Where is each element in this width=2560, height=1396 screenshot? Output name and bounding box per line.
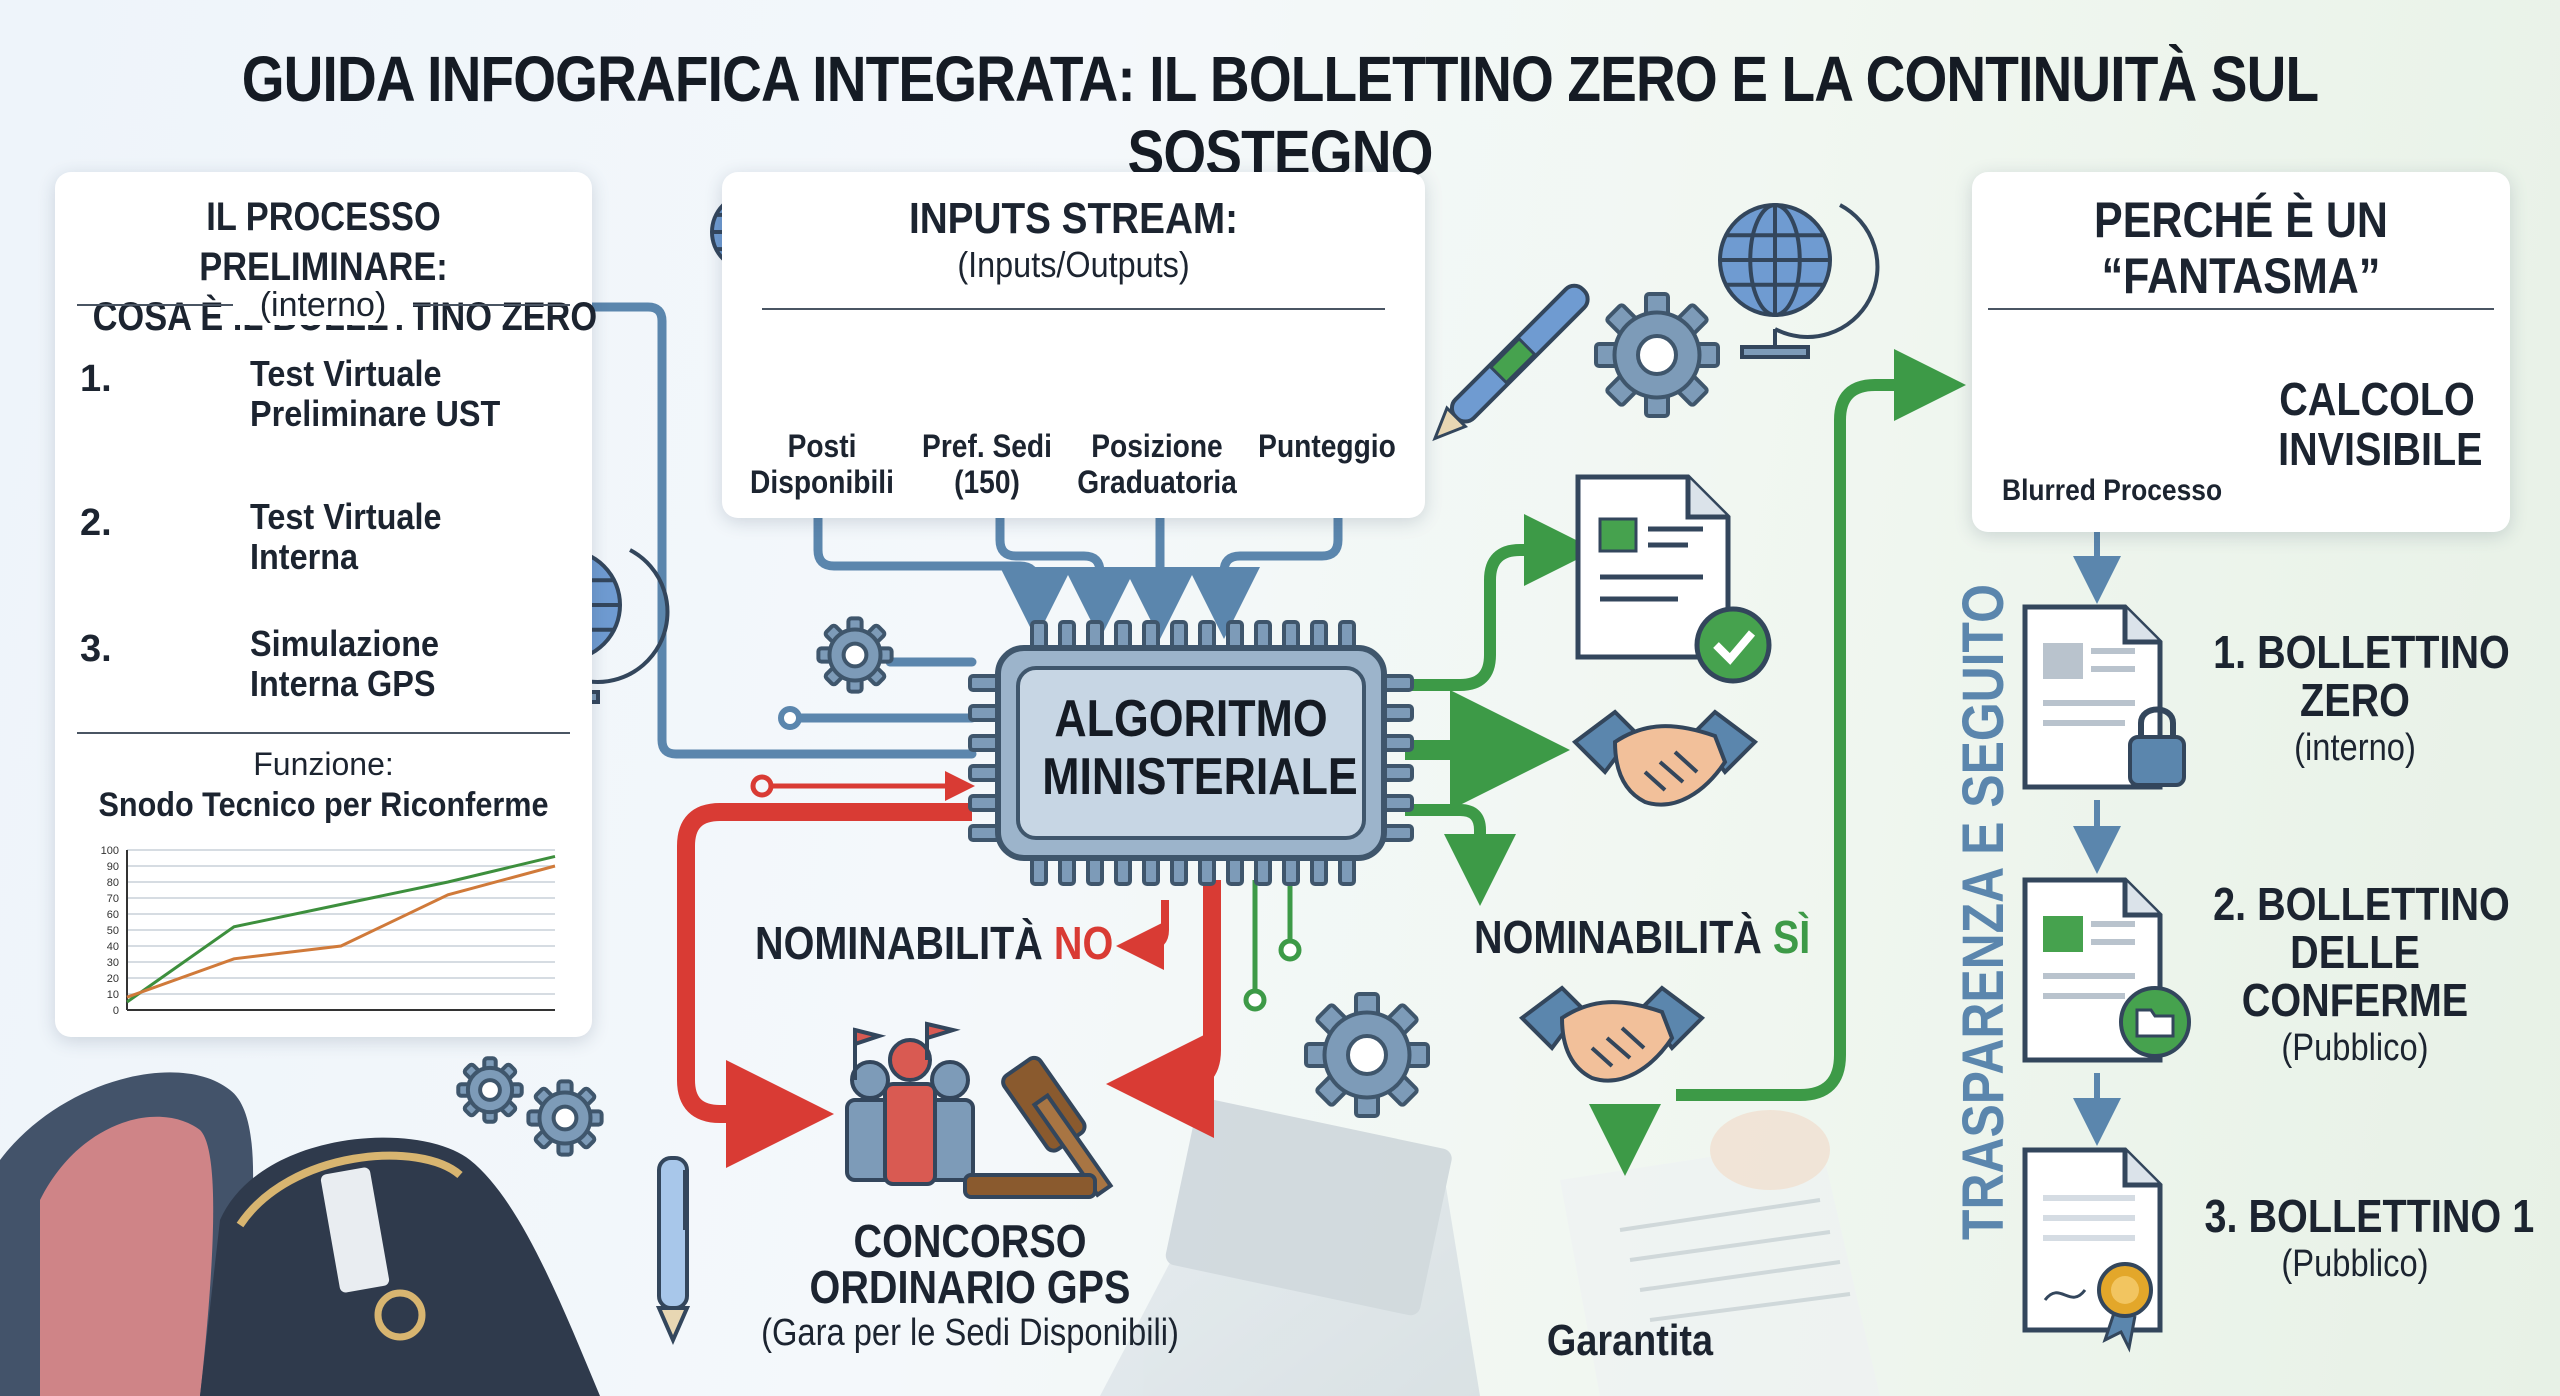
input-label: Disponibili — [750, 464, 894, 500]
bollettino-visibility: (interno) — [2294, 727, 2416, 769]
panel-heading: “FANTASMA” — [2101, 248, 2381, 304]
y-tick-label: 80 — [107, 877, 119, 889]
bollettino-title: 3. BOLLETTINO 1 — [2204, 1190, 2535, 1242]
step-number: 1. — [80, 358, 112, 400]
mini-line-chart: 0 10 20 30 40 50 60 70 80 90 100 — [101, 845, 556, 1017]
competition-people-gavel-icon — [845, 1021, 1114, 1199]
concorso-subtitle: (Gara per le Sedi Disponibili) — [761, 1312, 1179, 1354]
panel-heading: IL PROCESSO PRELIMINARE: — [199, 195, 448, 289]
calcolo-label: CALCOLO — [2279, 373, 2475, 425]
input-label: Posti — [787, 428, 857, 464]
blurred-process-label: Blurred Processo — [2002, 474, 2223, 507]
bollettino-title: ZERO — [2300, 674, 2410, 726]
panel-subheading: (Inputs/Outputs) — [957, 244, 1190, 285]
gear-icon — [526, 1079, 604, 1157]
input-label: Pref. Sedi — [922, 428, 1052, 464]
gear-icon — [456, 292, 1720, 1157]
nominabilita-no: NOMINABILITÀ NO — [755, 917, 1114, 969]
y-tick-label: 20 — [107, 973, 119, 985]
page-title: GUIDA INFOGRAFICA INTEGRATA: IL BOLLETTI… — [241, 43, 2319, 189]
gear-icon — [456, 1056, 524, 1124]
preliminary-process-panel: IL PROCESSO PRELIMINARE: COSA È IL BOLLE… — [55, 172, 597, 1037]
background-desk-scene — [1100, 1098, 1880, 1396]
handshake-icon — [1518, 985, 1706, 1083]
concorso-label: CONCORSO — [853, 1215, 1087, 1267]
step-number: 3. — [80, 628, 112, 670]
input-label: Posizione — [1091, 428, 1223, 464]
blue-connectors — [587, 302, 1343, 759]
step-label: Interna GPS — [250, 663, 436, 704]
series-line — [126, 854, 556, 1004]
inputs-stream-panel: INPUTS STREAM: (Inputs/Outputs) — [722, 172, 1425, 518]
algorithm-chip — [968, 620, 1414, 886]
y-tick-label: 90 — [107, 861, 119, 873]
step-number: 2. — [80, 502, 112, 544]
y-tick-label: 40 — [107, 941, 119, 953]
bollettino-item: 2. BOLLETTINO DELLE CONFERME (Pubblico) — [2190, 880, 2520, 1072]
globe-icon — [1718, 203, 1880, 359]
document-folder-icon — [2022, 877, 2191, 1063]
bollettino-visibility: (Pubblico) — [2281, 1243, 2429, 1285]
y-tick-label: 50 — [107, 925, 119, 937]
green-flows — [1405, 349, 1966, 1176]
y-tick-label: 100 — [101, 845, 119, 857]
algorithm-label: ALGORITMO — [1054, 690, 1328, 748]
bollettino-title: 1. BOLLETTINO — [2213, 626, 2510, 678]
vertical-transparency-label: TRASPARENZA E SEGUITO — [1951, 584, 2016, 1240]
step-label: Simulazione — [250, 623, 440, 664]
gear-icon — [1304, 992, 1430, 1118]
step-label: Test Virtuale — [250, 353, 442, 394]
y-tick-label: 10 — [107, 989, 119, 1001]
funzione-text: Snodo Tecnico per Riconferme — [98, 786, 549, 824]
red-flows — [677, 803, 1221, 1168]
document-check-icon — [1575, 474, 1772, 684]
step-label: Test Virtuale — [250, 496, 442, 537]
y-tick-label: 0 — [113, 1005, 119, 1017]
bollettino-item: 1. BOLLETTINO ZERO (interno) — [2190, 628, 2520, 772]
step-label: Interna — [250, 536, 359, 577]
input-label: (150) — [954, 464, 1020, 500]
panel-heading: PERCHÉ È UN — [2094, 192, 2388, 248]
concorso-label: ORDINARIO GPS — [809, 1261, 1131, 1313]
gear-icon — [816, 616, 894, 694]
y-tick-label: 60 — [107, 909, 119, 921]
ghost-process-panel: PERCHÉ È UN “FANTASMA” Blurred Processo … — [1972, 172, 2510, 532]
algorithm-label: MINISTERIALE — [1042, 748, 1358, 806]
bollettino-title: DELLE — [2290, 926, 2420, 978]
series-line — [126, 864, 556, 999]
step-label: Preliminare UST — [250, 393, 501, 434]
school-bag-illustration — [0, 1072, 600, 1396]
ribbon-seal-icon — [2022, 1147, 2163, 1353]
garantita-label: Garantita — [1546, 1316, 1714, 1365]
document-lock-icon — [2022, 604, 2186, 790]
input-label: Punteggio — [1258, 428, 1396, 464]
gear-icon — [1594, 292, 1720, 418]
handshake-icon — [1571, 709, 1759, 807]
bollettino-title: 2. BOLLETTINO — [2213, 878, 2510, 930]
bollettino-item: 3. BOLLETTINO 1 (Pubblico) — [2180, 1190, 2535, 1288]
input-label: Graduatoria — [1077, 464, 1237, 500]
bollettino-visibility: (Pubblico) — [2281, 1027, 2429, 1069]
calcolo-label: INVISIBILE — [2278, 423, 2483, 475]
panel-heading: INPUTS STREAM: — [908, 194, 1239, 243]
y-tick-label: 70 — [107, 893, 119, 905]
y-tick-label: 30 — [107, 957, 119, 969]
funzione-label: Funzione: — [253, 746, 394, 782]
panel-subheading: (interno) — [233, 286, 413, 325]
bollettino-title: CONFERME — [2241, 974, 2469, 1026]
nominabilita-si: NOMINABILITÀ SÌ — [1474, 911, 1811, 963]
